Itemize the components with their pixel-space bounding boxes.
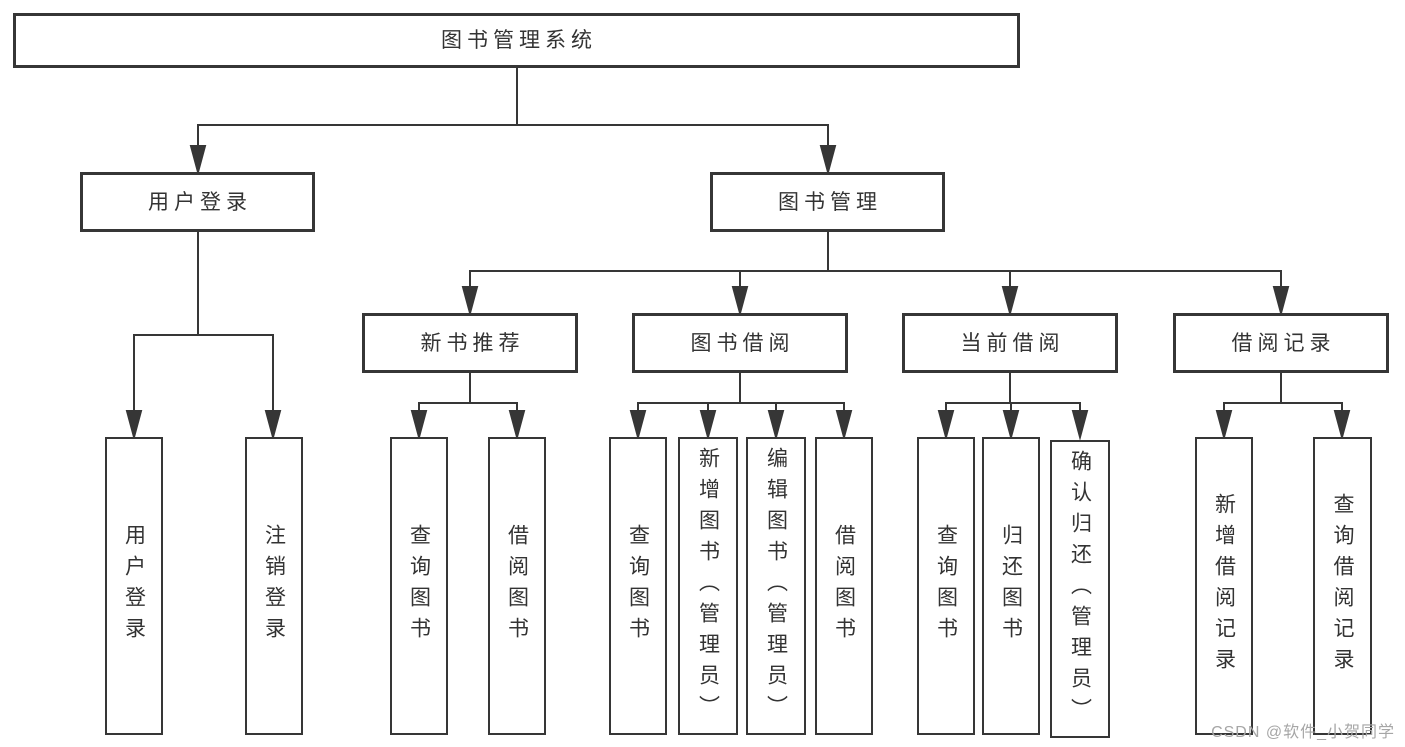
connector-current-borrowing-children	[937, 373, 1089, 441]
node-label: 用户登录	[122, 524, 146, 648]
node-label: 查询图书	[626, 524, 650, 648]
node-label: 借阅记录	[1231, 331, 1336, 355]
leaf-edit-book-admin: 编辑图书（管理员）	[746, 437, 806, 735]
leaf-confirm-return-admin: 确认归还（管理员）	[1050, 440, 1110, 738]
leaf-return-book: 归还图书	[982, 437, 1040, 735]
connector-book-borrowing-children	[629, 373, 853, 441]
leaf-borrow-books-borrowing: 借阅图书	[815, 437, 873, 735]
node-book-borrowing: 图书借阅	[632, 313, 848, 373]
connector-book-management-children	[461, 232, 1290, 317]
node-label: 新书推荐	[420, 331, 525, 355]
leaf-query-books-current: 查询图书	[917, 437, 975, 735]
node-label: 查询图书	[407, 524, 431, 648]
node-label: 图书管理	[778, 190, 882, 214]
connector-root-to-level2	[189, 68, 837, 176]
node-label: 借阅图书	[832, 524, 856, 648]
node-label: 图书管理系统	[441, 29, 597, 52]
leaf-add-book-admin: 新增图书（管理员）	[678, 437, 738, 735]
node-label: 当前借阅	[960, 331, 1065, 355]
node-label: 借阅图书	[505, 524, 529, 648]
node-label: 查询借阅记录	[1331, 493, 1354, 679]
node-user-login: 用户登录	[80, 172, 315, 232]
node-current-borrowing: 当前借阅	[902, 313, 1118, 373]
node-label: 用户登录	[148, 190, 252, 214]
node-label: 新增图书（管理员）	[696, 446, 720, 726]
node-label: 新增借阅记录	[1212, 493, 1236, 679]
connector-borrow-records-children	[1215, 373, 1351, 441]
connector-user-login-children	[125, 232, 282, 441]
csdn-watermark: CSDN @软件_小贺同学	[1211, 724, 1395, 741]
leaf-query-books-borrowing: 查询图书	[609, 437, 667, 735]
node-label: 查询图书	[934, 524, 958, 648]
leaf-add-borrow-record: 新增借阅记录	[1195, 437, 1253, 735]
node-book-management: 图书管理	[710, 172, 945, 232]
node-borrow-records: 借阅记录	[1173, 313, 1389, 373]
leaf-user-login: 用户登录	[105, 437, 163, 735]
connector-new-book-recommend-children	[410, 373, 526, 441]
leaf-borrow-books-recommend: 借阅图书	[488, 437, 546, 735]
node-label: 编辑图书（管理员）	[764, 446, 788, 726]
node-label: 图书借阅	[690, 331, 795, 355]
node-label: 确认归还（管理员）	[1068, 449, 1092, 729]
node-new-book-recommend: 新书推荐	[362, 313, 578, 373]
node-label: 注销登录	[262, 524, 286, 648]
leaf-logout: 注销登录	[245, 437, 303, 735]
leaf-query-borrow-record: 查询借阅记录	[1313, 437, 1372, 735]
node-library-management-system: 图书管理系统	[13, 13, 1020, 68]
node-label: 归还图书	[999, 524, 1023, 648]
leaf-query-books-recommend: 查询图书	[390, 437, 448, 735]
